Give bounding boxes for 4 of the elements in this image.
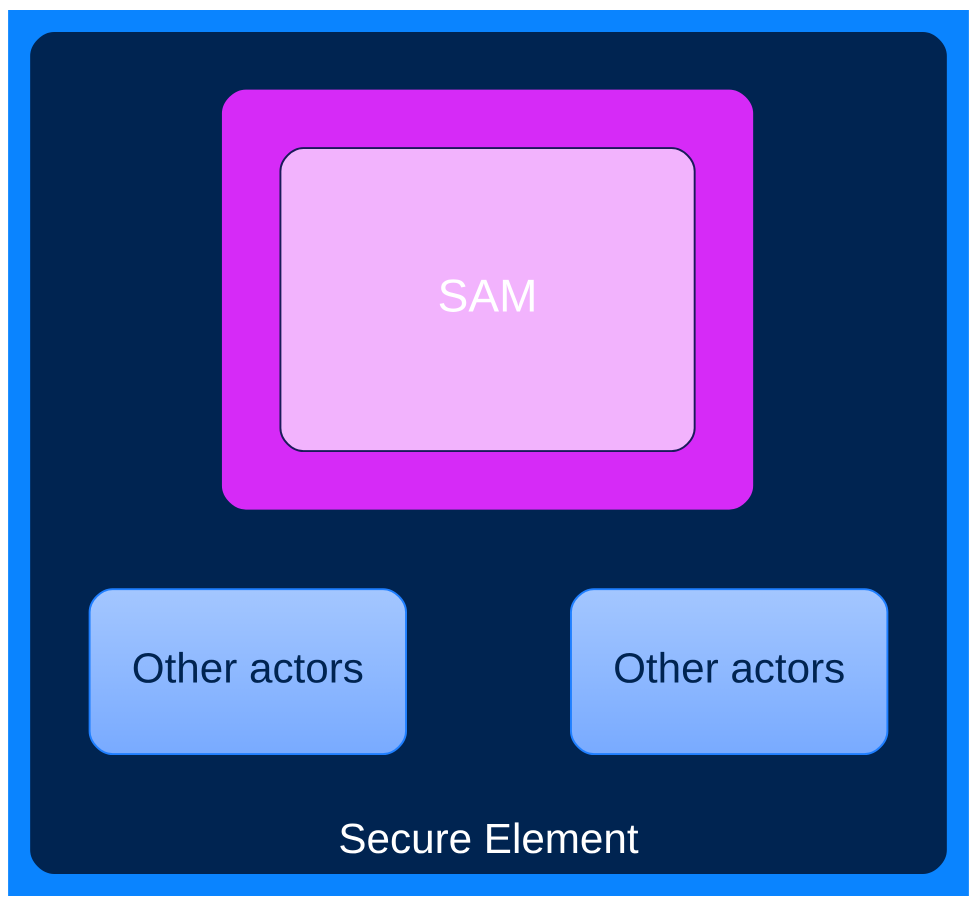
node-box: SAM: [279, 147, 696, 452]
node-box: Other actors: [570, 588, 888, 756]
node-box: Other actors: [88, 588, 407, 756]
cluster: [222, 90, 754, 510]
